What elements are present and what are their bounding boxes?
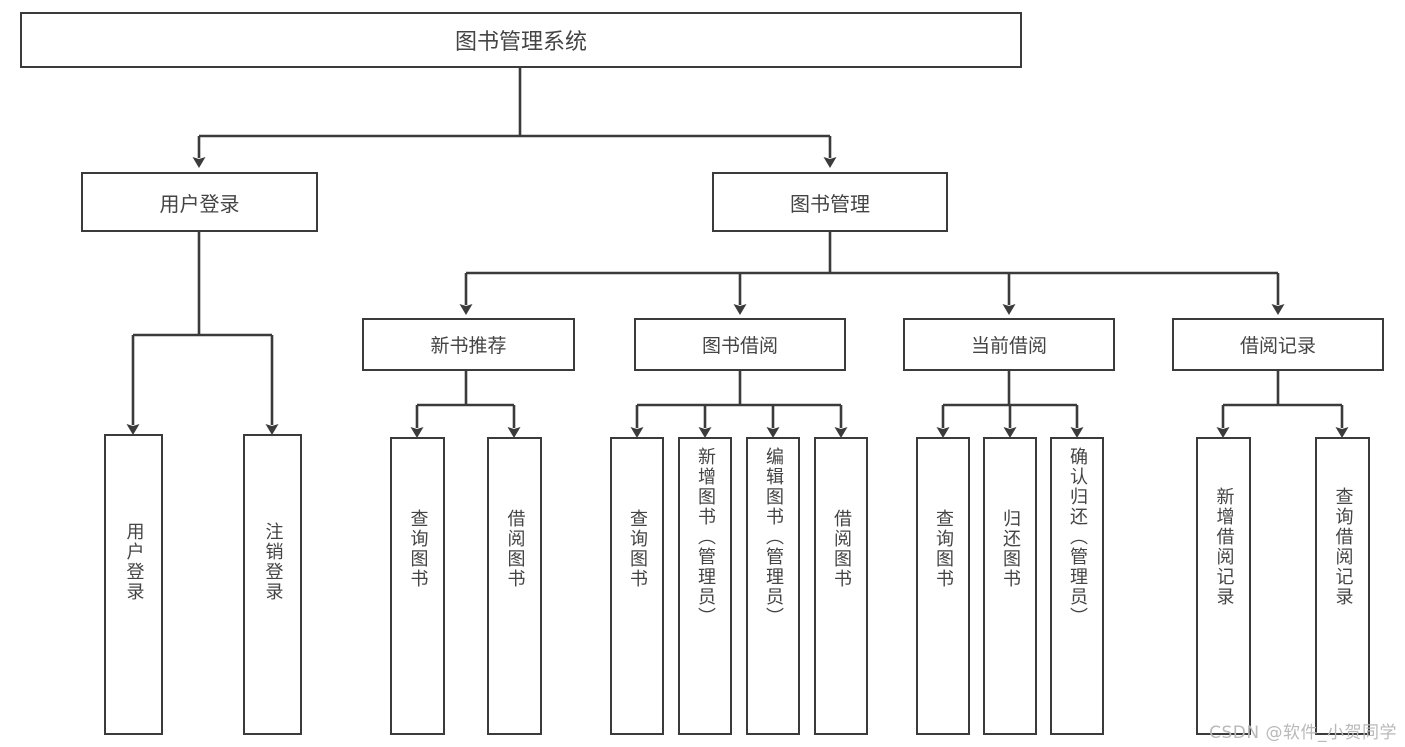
node-book-borrow-label: 图书借阅	[701, 335, 778, 357]
leaf-new-book-borrow-book[interactable]: 借阅图书	[487, 437, 542, 735]
leaf-book-borrow-borrow-book[interactable]: 借阅图书	[814, 437, 868, 735]
leaf-book-borrow-add-book-admin-label: 新增图书（管理员）	[695, 447, 716, 627]
leaf-book-borrow-borrow-book-label: 借阅图书	[831, 509, 852, 589]
leaf-user-login-login[interactable]: 用户登录	[104, 434, 163, 735]
node-book-borrow[interactable]: 图书借阅	[634, 318, 846, 371]
node-current-borrow[interactable]: 当前借阅	[903, 318, 1115, 371]
leaf-book-borrow-add-book-admin[interactable]: 新增图书（管理员）	[678, 437, 732, 735]
leaf-book-borrow-query-book[interactable]: 查询图书	[610, 437, 664, 735]
leaf-new-book-query-book-label: 查询图书	[407, 509, 429, 589]
leaf-new-book-query-book[interactable]: 查询图书	[390, 437, 445, 735]
node-borrow-record[interactable]: 借阅记录	[1172, 318, 1384, 371]
leaf-current-borrow-query-book-label: 查询图书	[933, 509, 954, 589]
node-root-system[interactable]: 图书管理系统	[20, 12, 1022, 68]
node-new-book-recommend[interactable]: 新书推荐	[362, 318, 575, 371]
node-book-management[interactable]: 图书管理	[712, 172, 948, 232]
leaf-borrow-record-query-record[interactable]: 查询借阅记录	[1315, 437, 1370, 735]
leaf-user-login-login-label: 用户登录	[123, 522, 145, 602]
leaf-new-book-borrow-book-label: 借阅图书	[504, 509, 526, 589]
leaf-borrow-record-add-record-label: 新增借阅记录	[1213, 487, 1235, 607]
node-book-management-label: 图书管理	[790, 191, 870, 216]
node-new-book-recommend-label: 新书推荐	[430, 335, 507, 357]
leaf-current-borrow-query-book[interactable]: 查询图书	[916, 437, 970, 735]
leaf-current-borrow-confirm-return-admin-label: 确认归还（管理员）	[1067, 447, 1088, 627]
leaf-user-login-logout[interactable]: 注销登录	[243, 434, 302, 735]
csdn-watermark: CSDN @软件_小贺同学	[1209, 723, 1397, 743]
node-user-login[interactable]: 用户登录	[81, 172, 318, 232]
leaf-current-borrow-return-book-label: 归还图书	[1000, 509, 1021, 589]
node-user-login-label: 用户登录	[159, 191, 240, 216]
leaf-book-borrow-edit-book-admin[interactable]: 编辑图书（管理员）	[746, 437, 800, 735]
node-borrow-record-label: 借阅记录	[1239, 335, 1316, 357]
node-root-system-label: 图书管理系统	[454, 30, 587, 55]
leaf-borrow-record-add-record[interactable]: 新增借阅记录	[1196, 437, 1251, 735]
leaf-user-login-logout-label: 注销登录	[262, 522, 284, 602]
leaf-book-borrow-query-book-label: 查询图书	[627, 509, 648, 589]
leaf-book-borrow-edit-book-admin-label: 编辑图书（管理员）	[763, 447, 784, 627]
leaf-current-borrow-confirm-return-admin[interactable]: 确认归还（管理员）	[1050, 437, 1104, 735]
node-current-borrow-label: 当前借阅	[970, 335, 1047, 357]
leaf-borrow-record-query-record-label: 查询借阅记录	[1332, 487, 1354, 607]
leaf-current-borrow-return-book[interactable]: 归还图书	[983, 437, 1037, 735]
